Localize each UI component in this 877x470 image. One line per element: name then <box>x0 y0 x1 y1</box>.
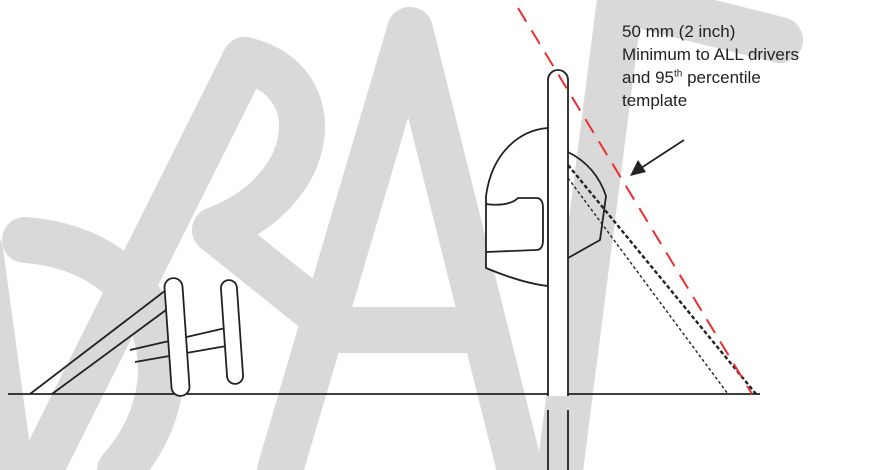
helmet-visor <box>485 197 544 253</box>
callout-line-1: 50 mm (2 inch) <box>622 22 736 41</box>
clearance-line <box>517 7 753 395</box>
front-hoop <box>163 277 191 397</box>
template-line-thick <box>567 164 757 395</box>
steering-wheel <box>220 279 244 385</box>
draft-watermark <box>0 0 803 470</box>
callout-line-3: and 95th percentile <box>622 66 872 89</box>
helmet <box>485 127 549 287</box>
callout-line-4: template <box>622 91 688 110</box>
callout-line-2: Minimum to ALL drivers <box>622 45 799 64</box>
template-line-thin <box>567 177 729 395</box>
callout-line-3-suffix: percentile <box>682 68 761 87</box>
callout-line-3-prefix: and 95 <box>622 68 674 87</box>
main-roll-hoop <box>547 69 569 396</box>
callout-line-3-superscript: th <box>674 68 683 80</box>
helmet-rear <box>567 151 607 259</box>
callout-arrow-head <box>630 160 646 176</box>
callout-arrow-shaft <box>637 139 685 171</box>
clearance-callout: 50 mm (2 inch) Minimum to ALL drivers an… <box>622 20 872 112</box>
